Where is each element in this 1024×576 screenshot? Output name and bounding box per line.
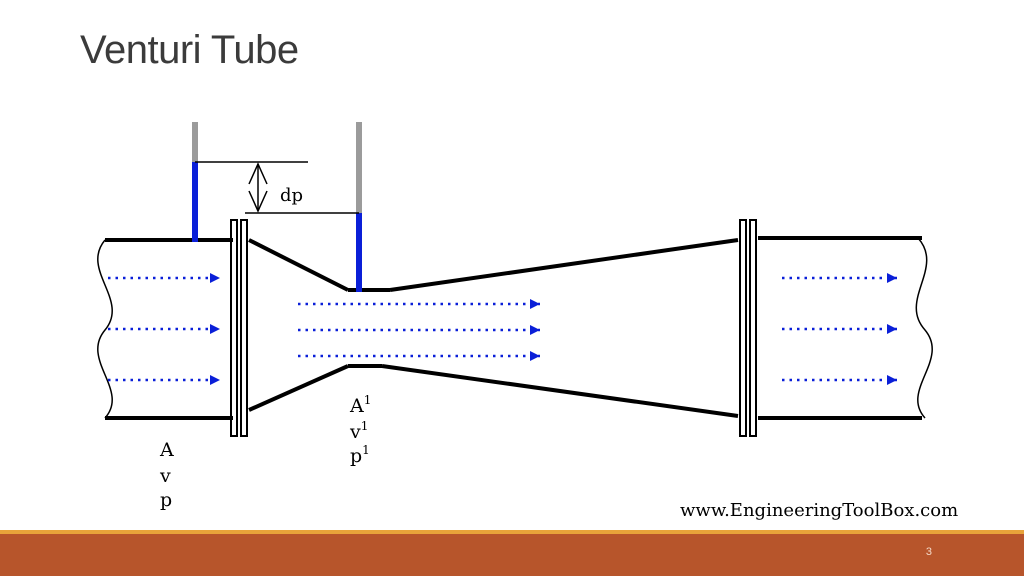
throat-area-label: A1 <box>349 393 371 417</box>
inlet-pressure-label: p <box>160 489 172 511</box>
throat-pressure-label: p1 <box>350 443 370 467</box>
converge-top-wall <box>248 238 349 292</box>
source-credit: www.EngineeringToolBox.com <box>680 500 959 521</box>
outlet-flange <box>739 219 757 437</box>
diverge-top-wall <box>389 238 739 292</box>
inlet-velocity-label: v <box>159 465 171 487</box>
inlet-break-curve <box>97 239 113 419</box>
flow-arrows <box>108 273 897 385</box>
dp-label: dp <box>280 185 303 206</box>
diverge-bottom-wall <box>381 364 739 418</box>
page-number: 3 <box>925 546 932 558</box>
footer-accent-line <box>0 530 1024 534</box>
outlet-break-curve <box>915 237 933 419</box>
inlet-area-label: A <box>159 439 174 461</box>
throat-velocity-label: v1 <box>349 419 368 443</box>
converge-bottom-wall <box>248 364 349 412</box>
footer-bar: 3 <box>0 534 1024 576</box>
slide-title: Venturi Tube <box>80 28 299 72</box>
inlet-flange <box>230 219 248 437</box>
dp-double-arrow <box>248 162 268 213</box>
